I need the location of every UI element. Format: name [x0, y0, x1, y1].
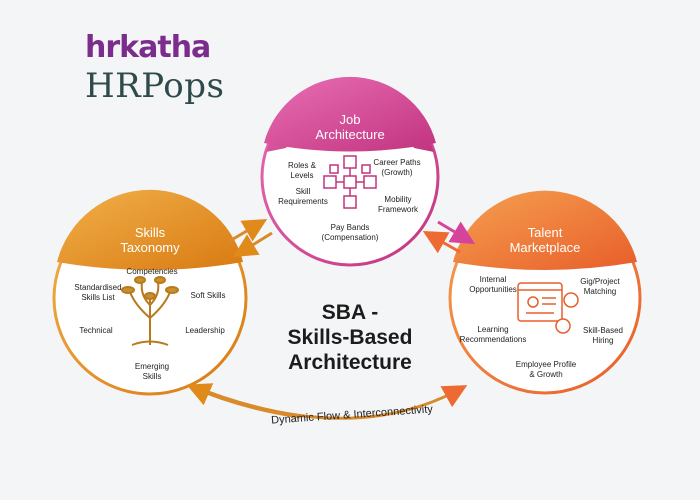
label-mobility-framework: Mobility Framework: [377, 195, 419, 214]
talent-marketplace-title: Talent Marketplace: [509, 225, 581, 255]
label-career-paths: Career Paths (Growth): [373, 158, 421, 177]
label-roles-levels: Roles & Levels: [287, 161, 317, 180]
brand-logo-hrpops: HRPops: [85, 66, 225, 106]
label-employee-profile-growth: Employee Profile & Growth: [515, 360, 577, 379]
skills-taxonomy-title: Skills Taxonomy: [120, 225, 180, 255]
label-technical: Technical: [79, 326, 113, 335]
process-flow-icon: [323, 155, 377, 209]
label-emerging-skills: Emerging Skills: [134, 362, 170, 381]
label-gig-project-matching: Gig/Project Matching: [580, 277, 620, 296]
brand-logo-hrkatha: hrkatha: [85, 30, 211, 65]
label-soft-skills: Soft Skills: [190, 291, 226, 300]
label-leadership: Leadership: [185, 326, 225, 335]
label-internal-opportunities: Internal Opportunities: [469, 275, 517, 294]
label-standardised-skills: Standardised Skills List: [74, 283, 122, 302]
connector-arrows: [186, 218, 476, 420]
label-pay-bands: Pay Bands (Compensation): [321, 223, 379, 242]
label-competencies: Competencies: [126, 267, 178, 276]
label-skill-based-hiring: Skill-Based Hiring: [582, 326, 624, 345]
marketplace-dashboard-icon: [517, 282, 579, 334]
job-architecture-title: Job Architecture: [315, 112, 385, 142]
skills-tree-icon: [121, 276, 179, 346]
center-title: SBA - Skills-Based Architecture: [287, 301, 413, 374]
label-skill-requirements: Skill Requirements: [278, 187, 328, 206]
label-learning-recommendations: Learning Recommendations: [459, 325, 527, 344]
